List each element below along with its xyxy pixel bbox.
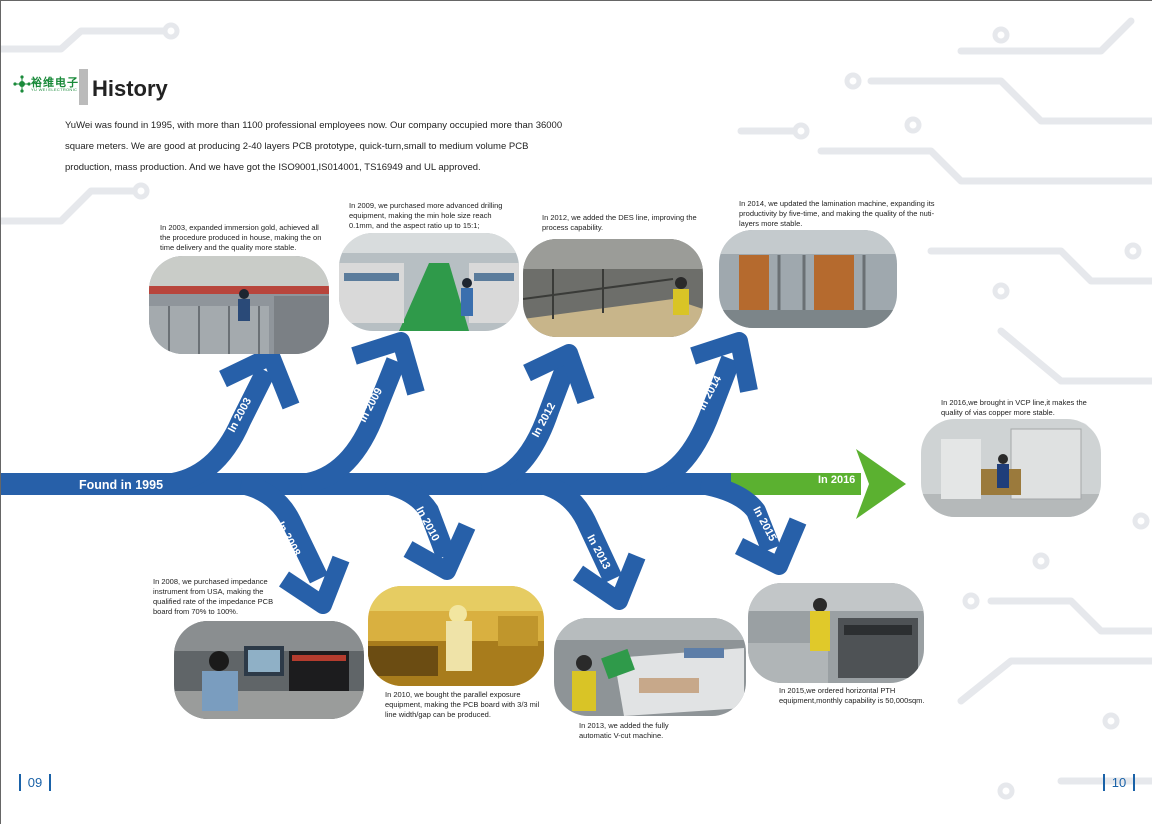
- photo-2008-impedance: [174, 621, 364, 719]
- page-number-right: 10: [1103, 774, 1135, 791]
- branch-2014: [639, 355, 741, 494]
- caption-2013: In 2013, we added the fully automatic V-…: [579, 721, 669, 740]
- photo-2012-des-line: [523, 239, 703, 337]
- caption-2008: In 2008, we purchased impedance instrume…: [153, 577, 274, 616]
- label-2016: In 2016: [818, 474, 855, 486]
- intro-paragraph: YuWei was found in 1995, with more than …: [65, 120, 563, 173]
- page-number-left: 09: [19, 774, 51, 791]
- photo-2013-vcut: [554, 618, 746, 716]
- branch-2013: [538, 474, 623, 584]
- photo-2009-drilling: [339, 233, 519, 331]
- found-1995-label: Found in 1995: [79, 478, 163, 492]
- arrow-2016-head: [856, 449, 906, 519]
- caption-2010: In 2010, we bought the parallel exposure…: [385, 690, 540, 719]
- photo-2014-lamination: [719, 230, 897, 328]
- photo-2003-immersion-gold: [149, 256, 329, 354]
- caption-2014: In 2014, we updated the lamination machi…: [739, 199, 935, 228]
- branch-2003: [164, 366, 275, 494]
- branch-2009: [299, 357, 406, 494]
- title-divider: [79, 69, 88, 105]
- caption-2016: In 2016,we brought in VCP line,it makes …: [941, 398, 1087, 417]
- photo-2015-pth: [748, 583, 924, 683]
- caption-2003: In 2003, expanded immersion gold, achiev…: [160, 223, 322, 252]
- caption-2012: In 2012, we added the DES line, improvin…: [542, 213, 697, 232]
- branch-2012: [479, 362, 576, 494]
- yuwei-logo-icon: [13, 75, 31, 93]
- photo-2010-exposure: [368, 586, 544, 686]
- logo-english-name: YU WEI ELECTRONIC: [31, 87, 78, 92]
- caption-2015: In 2015,we ordered horizontal PTH equipm…: [779, 686, 925, 705]
- photo-2016-vcp-line: [921, 419, 1101, 517]
- logo-chinese-name: 裕维电子: [31, 77, 79, 89]
- branch-2015: [699, 474, 781, 553]
- timeline-trunk: [1, 449, 906, 519]
- branch-2008: [238, 474, 329, 584]
- branch-2010: [383, 474, 456, 560]
- page-title: History: [92, 76, 168, 101]
- caption-2009: In 2009, we purchased more advanced dril…: [349, 201, 503, 230]
